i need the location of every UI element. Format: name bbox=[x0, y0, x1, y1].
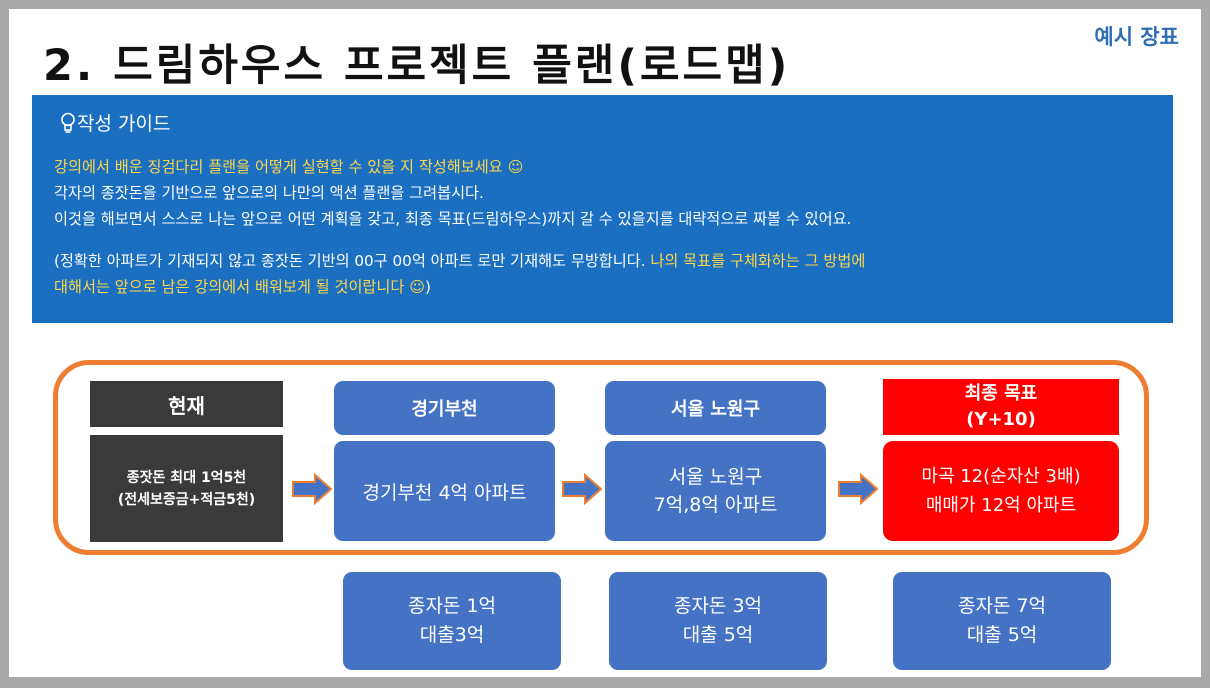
guide-heading-text: 작성 가이드 bbox=[77, 113, 171, 135]
step2-box: 서울 노원구 7억,8억 아파트 bbox=[605, 441, 826, 541]
guide-body: 강의에서 배운 징검다리 플랜을 어떻게 실현할 수 있을 지 작성해보세요 ☺… bbox=[54, 154, 1173, 300]
current-header: 현재 bbox=[90, 381, 283, 427]
current-box: 종잣돈 최대 1억5천 (전세보증금+적금5천) bbox=[90, 435, 283, 542]
fund-1-line-2: 대출3억 bbox=[419, 624, 485, 646]
lightbulb-icon bbox=[61, 112, 75, 133]
guide-line-4-highlight: 나의 목표를 구체화하는 그 방법에 bbox=[650, 252, 866, 270]
fund-box-1: 종자돈 1억 대출3억 bbox=[343, 572, 561, 670]
fund-3-line-2: 대출 5억 bbox=[966, 624, 1038, 646]
current-line-2: (전세보증금+적금5천) bbox=[117, 491, 256, 508]
slide: 2. 드림하우스 프로젝트 플랜(로드맵) 예시 장표 작성 가이드 강의에서 … bbox=[9, 9, 1201, 677]
roadmap-frame bbox=[53, 360, 1149, 555]
guide-line-4-text: (정확한 아파트가 기재되지 않고 종잣돈 기반의 00구 00억 아파트 로만… bbox=[54, 252, 651, 270]
guide-line-5-text: ) bbox=[425, 278, 431, 296]
step1-header: 경기부천 bbox=[334, 381, 555, 435]
goal-header-line-1: 최종 목표 bbox=[964, 383, 1038, 404]
example-tag: 예시 장표 bbox=[1094, 25, 1179, 49]
step2-line-1: 서울 노원구 bbox=[668, 466, 763, 488]
guide-line-5: 대해서는 앞으로 남은 강의에서 배워보게 될 것이랍니다 ☺) bbox=[54, 274, 1173, 300]
goal-box: 마곡 12(순자산 3배) 매매가 12억 아파트 bbox=[883, 441, 1119, 541]
right-arrow-icon bbox=[562, 473, 602, 505]
guide-panel: 작성 가이드 강의에서 배운 징검다리 플랜을 어떻게 실현할 수 있을 지 작… bbox=[32, 95, 1173, 323]
goal-header-line-2: (Y+10) bbox=[966, 409, 1036, 430]
fund-2-line-1: 종자돈 3억 bbox=[673, 595, 763, 617]
goal-header: 최종 목표 (Y+10) bbox=[883, 379, 1119, 435]
step2-line-2: 7억,8억 아파트 bbox=[653, 494, 778, 516]
guide-line-2: 각자의 종잣돈을 기반으로 앞으로의 나만의 액션 플랜을 그려봅시다. bbox=[54, 184, 484, 202]
guide-line-3: 이것을 해보면서 스스로 나는 앞으로 어떤 계획을 갖고, 최종 목표(드림하… bbox=[54, 210, 852, 228]
guide-line-4: (정확한 아파트가 기재되지 않고 종잣돈 기반의 00구 00억 아파트 로만… bbox=[54, 248, 1173, 274]
guide-heading: 작성 가이드 bbox=[60, 109, 1173, 136]
step2-header: 서울 노원구 bbox=[605, 381, 826, 435]
fund-2-line-2: 대출 5억 bbox=[682, 624, 754, 646]
step1-line-1: 경기부천 4억 아파트 bbox=[362, 481, 527, 504]
current-line-1: 종잣돈 최대 1억5천 bbox=[126, 469, 247, 486]
guide-line-5-highlight: 대해서는 앞으로 남은 강의에서 배워보게 될 것이랍니다 ☺ bbox=[54, 278, 425, 296]
goal-line-1: 마곡 12(순자산 3배) bbox=[921, 466, 1081, 487]
right-arrow-icon bbox=[292, 473, 332, 505]
fund-box-2: 종자돈 3억 대출 5억 bbox=[609, 572, 827, 670]
fund-box-3: 종자돈 7억 대출 5억 bbox=[893, 572, 1111, 670]
step1-box: 경기부천 4억 아파트 bbox=[334, 441, 555, 541]
goal-line-2: 매매가 12억 아파트 bbox=[925, 495, 1077, 516]
fund-1-line-1: 종자돈 1억 bbox=[407, 595, 497, 617]
page-title: 2. 드림하우스 프로젝트 플랜(로드맵) bbox=[43, 41, 791, 91]
right-arrow-icon bbox=[838, 473, 878, 505]
guide-line-1: 강의에서 배운 징검다리 플랜을 어떻게 실현할 수 있을 지 작성해보세요 ☺ bbox=[54, 158, 524, 176]
fund-3-line-1: 종자돈 7억 bbox=[957, 595, 1047, 617]
